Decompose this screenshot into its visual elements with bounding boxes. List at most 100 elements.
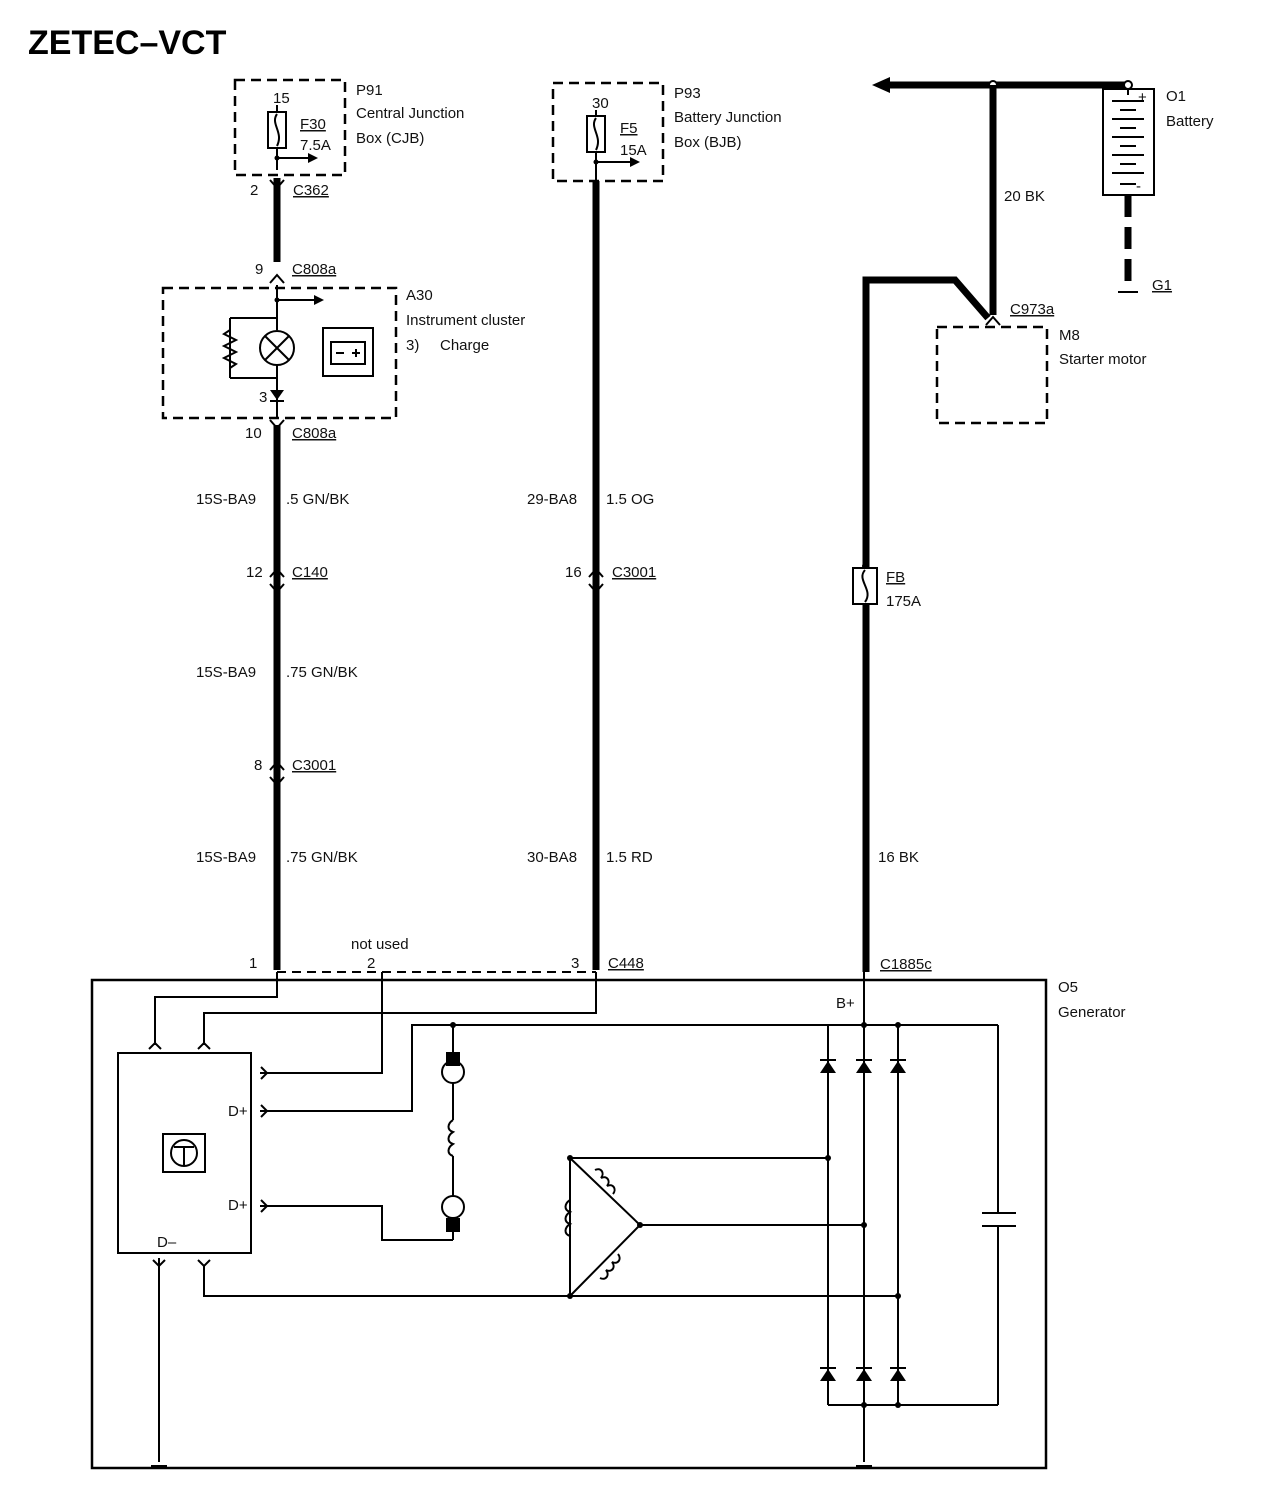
stator-winding-icon [569, 1155, 642, 1299]
fuse-fb-label: FB [886, 569, 905, 586]
p93-id: P93 [674, 85, 701, 102]
connector-c140-icon [269, 567, 285, 578]
a30-pin-in: 9 [255, 261, 263, 278]
fuse-f5-rating: 15A [620, 142, 647, 159]
rectifier-diode-lower-2-icon [856, 1369, 872, 1381]
connector-c973a-icon [985, 315, 1001, 326]
rotor-winding-icon [447, 1119, 456, 1157]
connector-c140-label: C140 [292, 564, 328, 581]
c448-not-used-label: not used [351, 936, 409, 953]
regulator-d-minus: D– [157, 1234, 177, 1251]
m8-name: Starter motor [1059, 351, 1147, 368]
c448-pin-3: 3 [571, 955, 579, 972]
connector-c3001-mid-icon [588, 567, 604, 578]
p91-pin-out: 2 [250, 182, 258, 199]
generator-b-plus-label: B+ [836, 995, 855, 1012]
a30-resistor-icon [221, 329, 239, 369]
fuse-fb-rating: 175A [886, 593, 921, 610]
p91-name-line1: Central Junction [356, 105, 464, 122]
connector-c140-pin: 12 [246, 564, 263, 581]
a30-id: A30 [406, 287, 433, 304]
brush-top-icon [446, 1052, 460, 1066]
p93-name-line1: Battery Junction [674, 109, 782, 126]
connector-c362-icon [269, 179, 285, 190]
wire-mid-seg1-code: 29-BA8 [527, 491, 577, 508]
p91-pin-in: 15 [273, 90, 290, 107]
o1-battery: + - O1 Battery G1 [872, 77, 1214, 294]
wire-left-seg3-code: 15S-BA9 [196, 849, 256, 866]
wire-left-seg3-spec: .75 GN/BK [286, 849, 358, 866]
connector-c973a-label: C973a [1010, 301, 1055, 318]
wire-mid-seg2-spec: 1.5 RD [606, 849, 653, 866]
c448-pin-2: 2 [367, 955, 375, 972]
connector-c3001-left-icon [269, 760, 285, 771]
connector-c1885c-label: C1885c [880, 956, 932, 973]
p91-central-junction-box: P91 Central Junction Box (CJB) 15 F30 7.… [233, 78, 464, 199]
connector-c808a-in-icon [269, 273, 285, 284]
p93-battery-junction-box: P93 Battery Junction Box (BJB) 30 F5 15A [551, 81, 782, 183]
svg-text:-: - [1136, 178, 1141, 195]
rectifier-diode-upper-2-icon [856, 1061, 872, 1073]
a30-name: Instrument cluster [406, 312, 525, 329]
p93-box-outline [551, 81, 665, 183]
battery-charge-symbol-icon [322, 327, 374, 377]
a30-pin-out: 10 [245, 425, 262, 442]
m8-starter-motor: C973a M8 Starter motor [935, 301, 1147, 425]
svg-text:+: + [1138, 89, 1147, 106]
m8-id: M8 [1059, 327, 1080, 344]
voltage-regulator [117, 1052, 252, 1254]
connector-c3001-left-pin: 8 [254, 757, 262, 774]
p93-pin-in: 30 [592, 95, 609, 112]
fuse-f5-label: F5 [620, 120, 638, 137]
a30-function-number: 3) [406, 337, 419, 354]
wire-mid-seg1-spec: 1.5 OG [606, 491, 654, 508]
rectifier-diode-upper-1-icon [820, 1061, 836, 1073]
rectifier-diode-lower-3-icon [890, 1369, 906, 1381]
p93-name-line2: Box (BJB) [674, 134, 742, 151]
connector-c448-label: C448 [608, 955, 644, 972]
regulator-transistor-icon [162, 1133, 206, 1173]
generator-outline [90, 978, 1048, 1470]
slip-ring-bottom-icon [441, 1195, 465, 1219]
brush-bottom-icon [446, 1218, 460, 1232]
a30-box-outline [161, 286, 398, 420]
o5-name: Generator [1058, 1004, 1126, 1021]
connector-c808a-out-label: C808a [292, 425, 337, 442]
connector-c3001-left-label: C3001 [292, 757, 336, 774]
fuse-f30-label: F30 [300, 116, 326, 133]
regulator-d-plus-2: D+ [228, 1197, 248, 1214]
wire-left-seg1-spec: .5 GN/BK [286, 491, 349, 508]
a30-diode-icon [270, 390, 284, 400]
wire-left-seg1-code: 15S-BA9 [196, 491, 256, 508]
o5-id: O5 [1058, 979, 1078, 996]
a30-instrument-cluster: 9 C808a A30 Instrument cluster 3) Charge… [161, 261, 525, 442]
o5-generator: O5 Generator D+ D+ D– [90, 972, 1126, 1470]
connector-c3001-mid-label: C3001 [612, 564, 656, 581]
p91-id: P91 [356, 82, 383, 99]
a30-function-text: Charge [440, 337, 489, 354]
battery-feed-arrow-icon [872, 77, 890, 93]
fuse-f30-rating: 7.5A [300, 137, 331, 154]
regulator-d-plus-1: D+ [228, 1103, 248, 1120]
wire-20bk-label: 20 BK [1004, 188, 1045, 205]
a30-pin-mid: 3 [259, 389, 267, 406]
rectifier-diode-lower-1-icon [820, 1369, 836, 1381]
m8-box-outline [935, 325, 1049, 425]
o1-id: O1 [1166, 88, 1186, 105]
rectifier-diode-upper-3-icon [890, 1061, 906, 1073]
wire-16bk [862, 276, 991, 972]
connector-c3001-mid-pin: 16 [565, 564, 582, 581]
diagram-title: ZETEC–VCT [28, 24, 227, 62]
wire-left-seg2-code: 15S-BA9 [196, 664, 256, 681]
p91-box-outline [233, 78, 347, 177]
c448-pin-1: 1 [249, 955, 257, 972]
connector-c808a-in-label: C808a [292, 261, 337, 278]
g1-label: G1 [1152, 277, 1172, 294]
o1-name: Battery [1166, 113, 1214, 130]
connector-c362-label: C362 [293, 182, 329, 199]
wire-mid-seg2-code: 30-BA8 [527, 849, 577, 866]
p91-name-line2: Box (CJB) [356, 130, 424, 147]
wire-left-seg2-spec: .75 GN/BK [286, 664, 358, 681]
wire-right-spec: 16 BK [878, 849, 919, 866]
